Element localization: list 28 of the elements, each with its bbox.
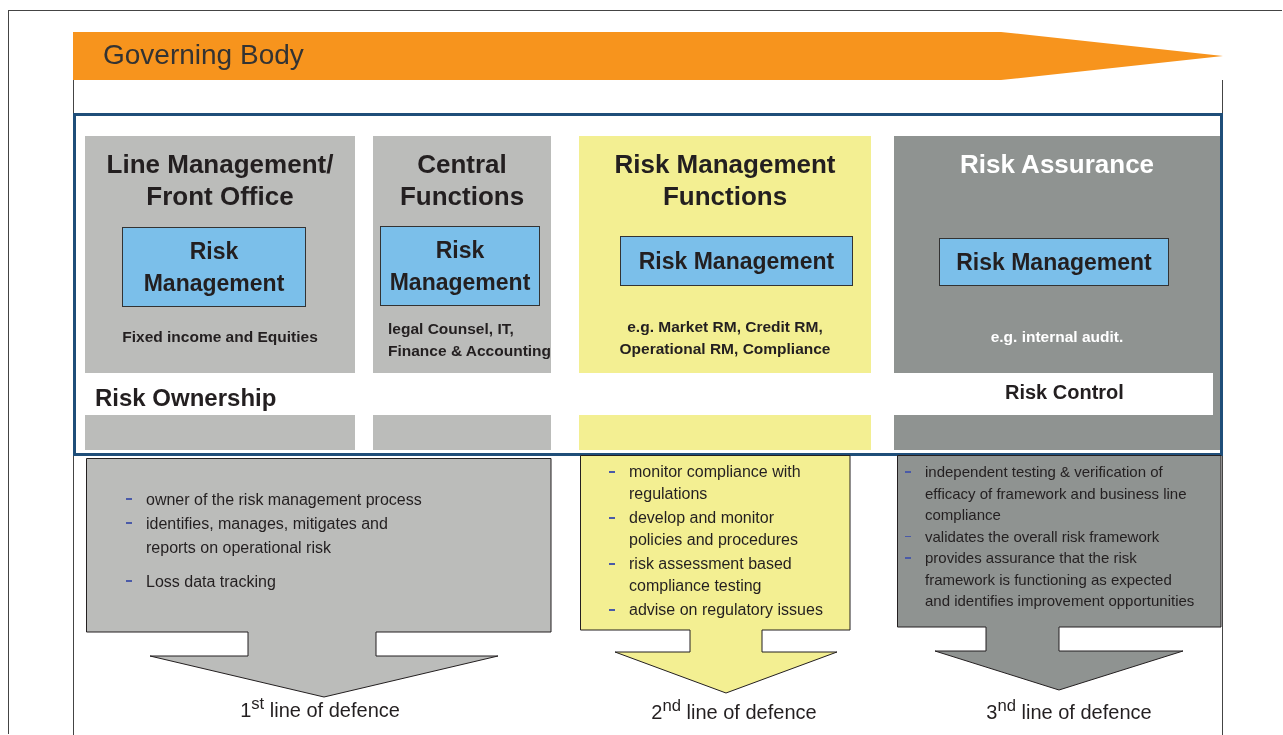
description-text: Fixed income and Equities <box>121 327 319 347</box>
description-text: e.g. internal audit. <box>989 327 1125 347</box>
down-pointing-panel <box>86 458 552 698</box>
bullet-item: owner of the risk management process <box>126 488 426 512</box>
column-title: Risk Assurance <box>958 148 1156 180</box>
bullet-item: identifies, manages, mitigates and reports on operational risk <box>126 512 426 560</box>
bullet-item: validates the overall risk framework <box>905 525 1197 547</box>
down-pointing-panel <box>897 455 1222 691</box>
caption-text: 2$^{nd}$ line of defence <box>651 696 817 724</box>
bullet-item: provides assurance that the risk framework is functioning as expected and identifies improvement opportunities <box>905 547 1197 612</box>
bullet-item: Loss data tracking <box>126 570 426 594</box>
process-box: Risk Management <box>620 236 853 286</box>
bullet-item: advise on regulatory issues <box>609 599 824 621</box>
process-box: Risk Management <box>380 226 540 306</box>
caption-text: 3$^{nd}$ line of defence <box>986 696 1152 724</box>
caption-text: 1$^{st}$ line of defence <box>240 694 400 722</box>
section-label: Risk Control <box>1005 381 1124 404</box>
group-frame <box>73 113 1223 456</box>
column-title: Risk Management Functions <box>613 148 837 212</box>
banner-title: Governing Body <box>103 39 304 71</box>
column-title: Line Management/ Front Office <box>105 148 335 212</box>
description-text: e.g. Market RM, Credit RM, Operational RM, Compliance <box>618 317 832 359</box>
description-text: legal Counsel, IT, Finance & Accounting <box>388 319 553 361</box>
process-box: Risk Management <box>122 227 306 307</box>
process-box: Risk Management <box>939 238 1169 286</box>
section-label: Risk Ownership <box>95 384 277 412</box>
column-title: Central Functions <box>398 148 526 212</box>
down-pointing-panel <box>580 455 851 694</box>
